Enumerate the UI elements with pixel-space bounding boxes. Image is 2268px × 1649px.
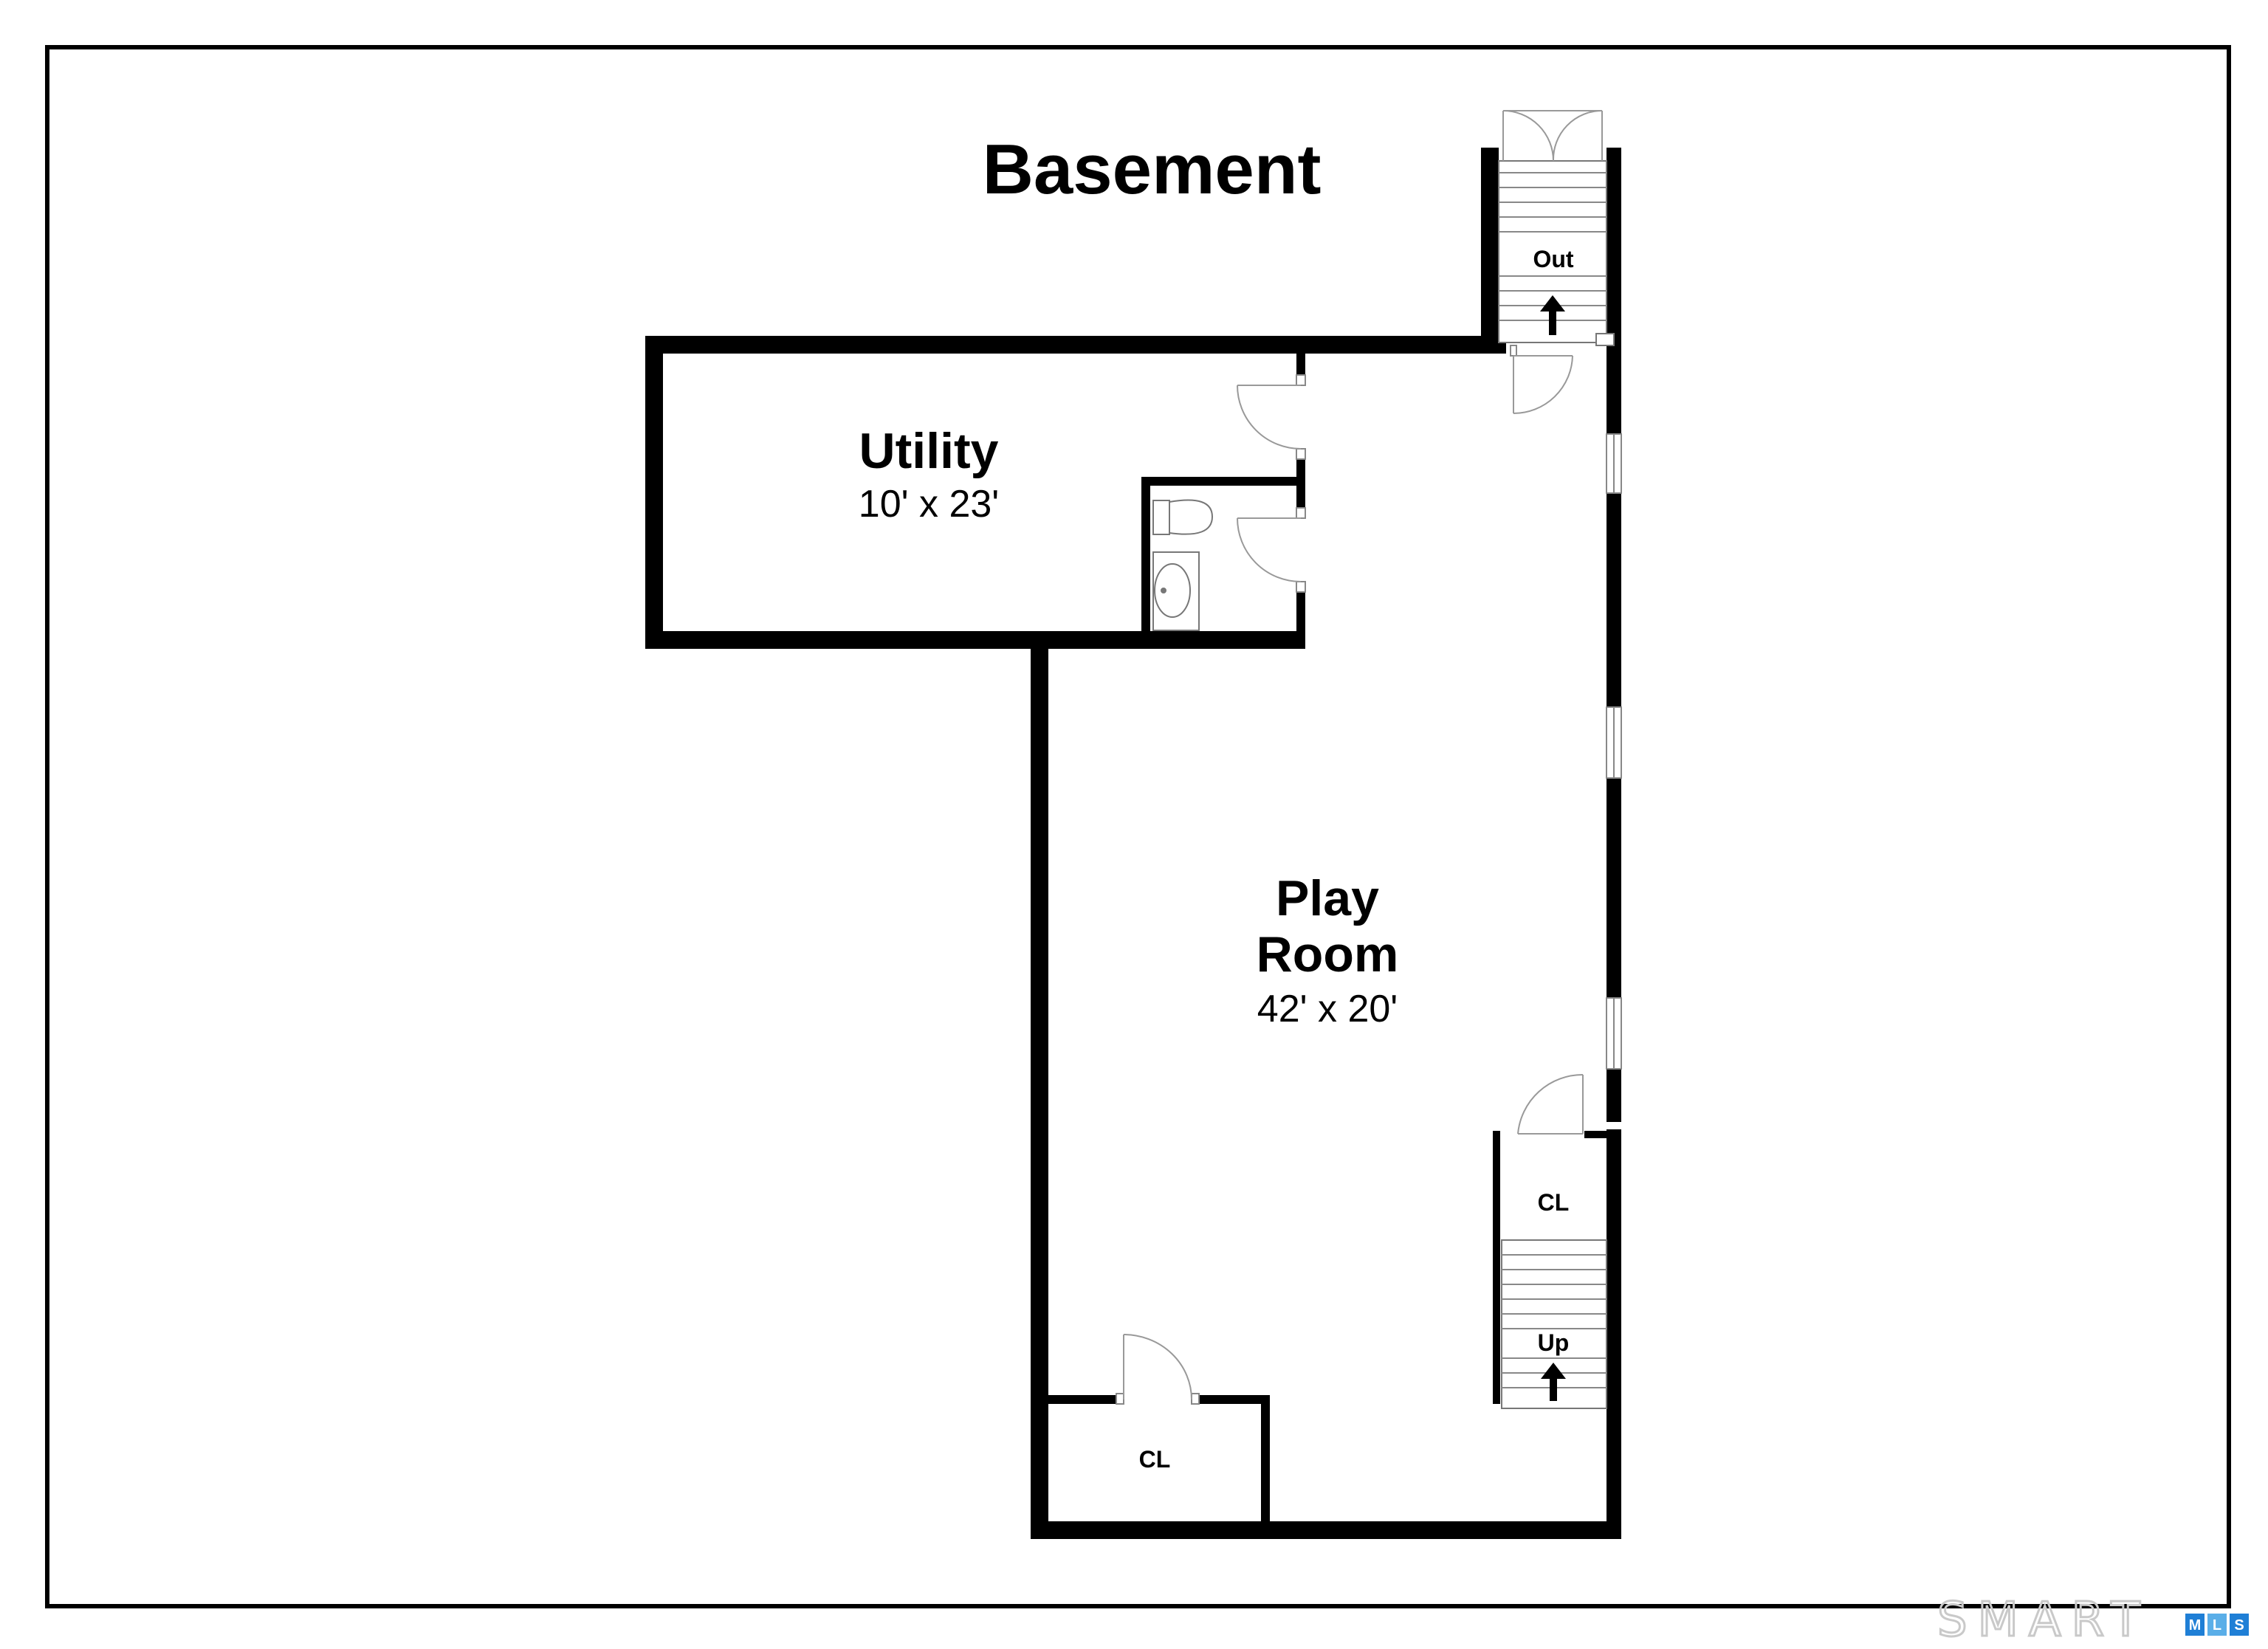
- arrow-up-icon: [1541, 1363, 1566, 1401]
- room-play-name-line1: Play: [1276, 870, 1379, 926]
- floor-title: Basement: [983, 130, 1322, 209]
- watermark-brand: SMART: [1937, 1593, 2151, 1648]
- door-closet-bottom: [1116, 1334, 1200, 1405]
- watermark-letter-m: M: [2189, 1617, 2202, 1633]
- closet-right-label: CL: [1538, 1189, 1570, 1216]
- room-play-dimensions: 42' x 20': [1257, 988, 1398, 1030]
- room-play-name-line2: Room: [1257, 926, 1399, 982]
- page-frame: [45, 45, 2231, 1608]
- door-half-bath: [1237, 507, 1306, 593]
- watermark-mls-s-tile: [2230, 1614, 2249, 1636]
- double-door-exterior: [1502, 110, 1603, 162]
- watermark-letter-s: S: [2234, 1617, 2244, 1633]
- room-utility-dimensions: 10' x 23': [859, 483, 999, 526]
- door-utility: [1237, 374, 1306, 460]
- toilet-icon: [1152, 499, 1214, 535]
- watermark-mls-l-tile: [2207, 1614, 2227, 1636]
- stairs-out-label: Out: [1533, 246, 1573, 272]
- walls: [645, 148, 1621, 1539]
- door-closet-right: [1517, 1073, 1584, 1135]
- arrow-up-icon: [1540, 295, 1565, 335]
- windows: [1606, 433, 1622, 1070]
- watermark-letter-l: L: [2213, 1617, 2221, 1633]
- closet-bottom-label: CL: [1139, 1446, 1171, 1473]
- stairs-up: Up: [1501, 1239, 1607, 1409]
- stairs-out: Out: [1498, 160, 1615, 346]
- door-stairwell: [1510, 345, 1573, 414]
- watermark-mls-m-tile: [2185, 1614, 2205, 1636]
- stairs-up-label: Up: [1538, 1329, 1570, 1356]
- room-utility-name: Utility: [859, 423, 999, 479]
- watermark-logo: SMART M L S: [1937, 1592, 2249, 1649]
- sink-icon: [1152, 551, 1200, 631]
